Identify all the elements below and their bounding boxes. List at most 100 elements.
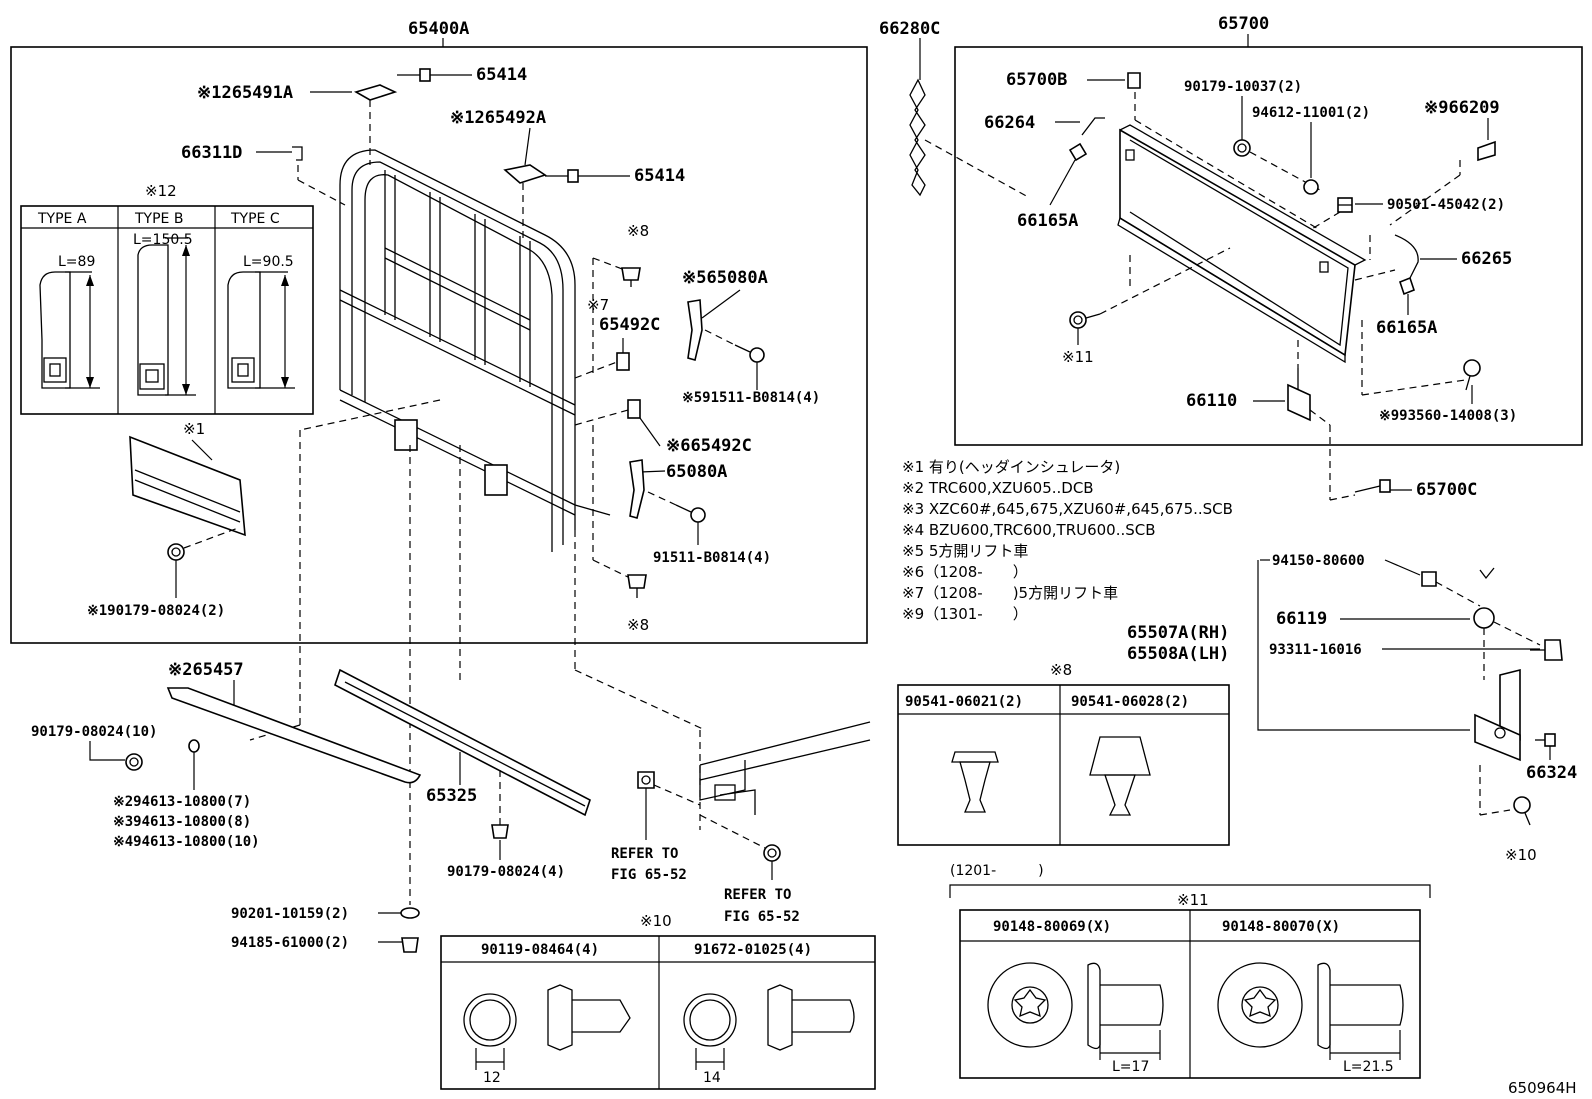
label-90179-10037: 90179-10037(2) (1184, 79, 1302, 95)
label-94613-2: ※294613-10800(7) (113, 794, 251, 810)
label-90501: 90501-45042(2) (1387, 197, 1505, 213)
cap-65700B (1127, 72, 1141, 89)
header-insulator (129, 435, 246, 537)
label-refer-2-b: FIG 65-52 (724, 909, 800, 925)
type-b-header: TYPE B (134, 211, 183, 227)
lock-65080A-upper (687, 299, 703, 362)
table-10: 90119-08464(4) 91672-01025(4) 12 14 (440, 935, 876, 1090)
table11-dim-1: L=17 (1112, 1059, 1149, 1075)
nut-94150 (1421, 571, 1437, 587)
clip-65492C-6 (627, 399, 641, 419)
label-65457: ※265457 (168, 660, 244, 680)
bolt-91511-lower (675, 504, 706, 523)
nut-90179-4 (491, 824, 509, 839)
nut-94185 (401, 937, 419, 953)
label-91511-5: ※591511-B0814(4) (682, 390, 820, 406)
label-note-11: ※11 (1062, 348, 1094, 366)
label-65080A: 65080A (666, 462, 727, 482)
bolt-65414-b (545, 169, 579, 183)
table11-note: ※11 (1177, 891, 1209, 909)
chassis-frame (699, 721, 871, 830)
label-90179-08024-4: 90179-08024(4) (447, 864, 565, 880)
chain-66280C (909, 78, 926, 197)
type-c-length: L=90.5 (243, 254, 294, 270)
label-65507A: 65507A(RH) (1127, 623, 1229, 643)
label-66324: 66324 (1526, 763, 1577, 783)
label-94150: 94150-80600 (1272, 553, 1365, 569)
note-7: ※7（1208- )5方開リフト車 (902, 584, 1118, 602)
label-66110: 66110 (1186, 391, 1237, 411)
table10-dim-2: 14 (703, 1070, 721, 1086)
label-65700B: 65700B (1006, 70, 1067, 90)
washer-94612 (1303, 179, 1319, 195)
label-93311: 93311-16016 (1269, 642, 1362, 658)
label-note-7: ※7 (587, 296, 609, 314)
bolt-66324 (1535, 733, 1556, 747)
label-90179-08024-10: 90179-08024(10) (31, 724, 157, 740)
table10-note: ※10 (640, 912, 672, 930)
type-a-length: L=89 (58, 254, 95, 270)
label-note-8-a: ※8 (627, 222, 649, 240)
table11-dim-2: L=21.5 (1343, 1059, 1394, 1075)
label-note-1: ※1 (183, 420, 205, 438)
diagram-code: 650964H (1508, 1079, 1577, 1097)
bolt-65414-a (397, 68, 431, 82)
clip-66311D (292, 146, 303, 161)
cushion-90501 (1337, 197, 1353, 213)
bushing-66119 (1473, 607, 1495, 629)
hinge-66110 (1287, 368, 1311, 422)
bolt-91511-upper (734, 344, 765, 363)
label-refer-1-b: FIG 65-52 (611, 867, 687, 883)
label-65491A: ※1265491A (197, 83, 293, 103)
nut-90179-08024 (167, 543, 185, 561)
label-plate-66209 (1477, 140, 1496, 162)
label-65700C: 65700C (1416, 480, 1477, 500)
type-table: TYPE A TYPE B TYPE C L=89 L=150.5 L=90.5 (20, 205, 314, 415)
bolt-refer-2 (763, 844, 781, 862)
holder-66165A-a (1068, 142, 1088, 162)
label-94612: 94612-11001(2) (1252, 105, 1370, 121)
table8-header-2: 90541-06028(2) (1071, 694, 1189, 710)
label-65492A: ※1265492A (450, 108, 546, 128)
table10-header-1: 90119-08464(4) (481, 942, 599, 958)
bracket-65491A (353, 84, 398, 101)
clip-65492C (616, 352, 630, 371)
type-c-header: TYPE C (230, 211, 280, 227)
nut-90179-10 (125, 753, 143, 771)
table-11: 90148-80069(X) 90148-80070(X) L=17 L=21.… (959, 909, 1421, 1079)
hinge-bracket (1474, 668, 1521, 762)
label-90179-08024-2: ※190179-08024(2) (87, 603, 225, 619)
washer-94613 (188, 739, 200, 753)
table8-note: ※8 (1050, 661, 1072, 679)
note-1: ※1 有り(ヘッダインシュレータ) (902, 458, 1120, 476)
bolt-93311 (1530, 639, 1563, 661)
note-3: ※3 XZC60#,645,675,XZU60#,645,675..SCB (902, 500, 1233, 518)
left-group-box (10, 46, 868, 644)
group-label-65700: 65700 (1218, 14, 1269, 34)
nut-refer-1 (637, 771, 655, 789)
table11-range: (1201- ) (950, 863, 1044, 879)
note-4: ※4 BZU600,TRC600,TRU600..SCB (902, 521, 1156, 539)
holder-66165A-b (1399, 276, 1415, 296)
table11-header-2: 90148-80070(X) (1222, 919, 1340, 935)
note-9: ※9（1301- ） (902, 605, 1028, 623)
lock-65080A-lower (629, 459, 645, 519)
label-66165A-a: 66165A (1017, 211, 1078, 231)
label-65325: 65325 (426, 786, 477, 806)
label-66280C: 66280C (879, 19, 940, 39)
label-65414-a: 65414 (476, 65, 527, 85)
label-90201: 90201-10159(2) (231, 906, 349, 922)
table10-dim-1: 12 (483, 1070, 501, 1086)
nut-90179-10037 (1233, 139, 1251, 157)
pin-66119 (1479, 567, 1495, 580)
bolt-11 (1069, 311, 1101, 329)
label-91511: 91511-B0814(4) (653, 550, 771, 566)
label-65080A-5: ※565080A (682, 268, 768, 288)
bolt-10 (1513, 796, 1531, 826)
label-66119: 66119 (1276, 609, 1327, 629)
right-group-box (954, 46, 1583, 446)
table8-header-1: 90541-06021(2) (905, 694, 1023, 710)
label-65508A: 65508A(LH) (1127, 644, 1229, 664)
